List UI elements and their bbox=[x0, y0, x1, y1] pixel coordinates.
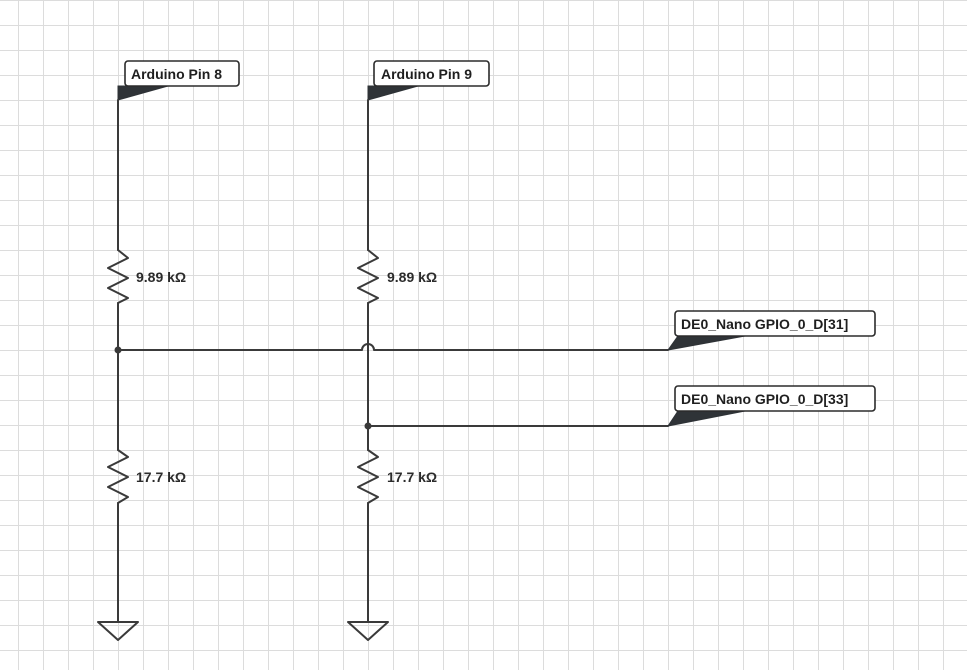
net-label-gpio-31[interactable]: DE0_Nano GPIO_0_D[31] bbox=[666, 310, 876, 351]
net-label-text: Arduino Pin 8 bbox=[131, 66, 222, 82]
resistor-r1-bottom-value: 17.7 kΩ bbox=[136, 469, 186, 485]
net-label-flag bbox=[666, 410, 746, 427]
resistor-r2-bottom-value: 17.7 kΩ bbox=[387, 469, 437, 485]
resistor-r1-top-symbol[interactable] bbox=[107, 249, 129, 304]
junction-dot bbox=[364, 422, 372, 430]
ground-symbol-icon[interactable] bbox=[347, 621, 389, 641]
resistor-r2-top-value: 9.89 kΩ bbox=[387, 269, 437, 285]
net-label-text: Arduino Pin 9 bbox=[381, 66, 472, 82]
net-label-text: DE0_Nano GPIO_0_D[31] bbox=[681, 316, 848, 332]
net-label-box bbox=[674, 310, 876, 337]
resistor-r2-top-symbol[interactable] bbox=[357, 249, 379, 304]
resistor-r1-top-value: 9.89 kΩ bbox=[136, 269, 186, 285]
branch-pin-8 bbox=[97, 99, 139, 641]
net-label-arduino-pin-9[interactable]: Arduino Pin 9 bbox=[367, 60, 490, 101]
resistor-r2-bottom-symbol[interactable] bbox=[357, 449, 379, 504]
net-label-box bbox=[124, 60, 240, 87]
net-label-flag bbox=[367, 85, 419, 101]
junction-dot bbox=[114, 346, 122, 354]
net-label-flag bbox=[666, 335, 746, 351]
ground-symbol-icon[interactable] bbox=[97, 621, 139, 641]
net-label-box bbox=[373, 60, 490, 87]
net-label-arduino-pin-8[interactable]: Arduino Pin 8 bbox=[117, 60, 240, 101]
resistor-r1-bottom-symbol[interactable] bbox=[107, 449, 129, 504]
net-label-text: DE0_Nano GPIO_0_D[33] bbox=[681, 391, 848, 407]
net-label-flag bbox=[117, 85, 169, 101]
net-label-box bbox=[674, 385, 876, 412]
branch-pin-9 bbox=[347, 99, 389, 641]
net-label-gpio-33[interactable]: DE0_Nano GPIO_0_D[33] bbox=[666, 385, 876, 427]
wire-to-gpio-31[interactable] bbox=[117, 343, 669, 351]
